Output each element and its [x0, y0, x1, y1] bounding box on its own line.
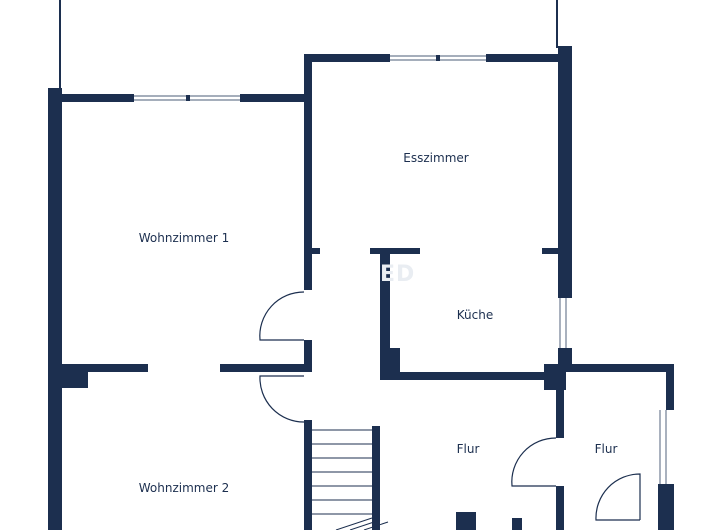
wall-kueche-bottom	[380, 372, 566, 380]
door-wz1	[259, 291, 305, 341]
wall-west	[48, 88, 62, 530]
wall-wz1-east-lower	[304, 340, 312, 368]
wall-flur-divider-lower	[556, 486, 564, 530]
staircase	[312, 429, 389, 530]
terrace-line-left	[59, 0, 61, 88]
door-flur2	[595, 473, 641, 521]
terrace-line-right	[556, 0, 558, 48]
wall-stair-west	[304, 420, 312, 530]
wall-flur2-east	[666, 364, 674, 410]
wall-kueche-east-lower	[558, 348, 572, 366]
wall-stair-east	[372, 426, 380, 530]
wall-stub-ess-left	[312, 248, 320, 254]
wall-wz-divider-left	[48, 364, 148, 372]
wall-flur2-top	[544, 364, 674, 372]
wall-bottom-stub-1	[456, 512, 476, 530]
wall-wz1-top-right	[240, 94, 306, 102]
room-label-wohnzimmer-1: Wohnzimmer 1	[138, 231, 230, 245]
door-wz2	[259, 375, 305, 423]
room-label-esszimmer: Esszimmer	[403, 151, 469, 165]
room-label-flur-1: Flur	[456, 442, 480, 456]
door-flur	[511, 437, 557, 487]
wall-ess-top-left	[304, 54, 390, 62]
wall-wz1-top-left	[48, 94, 134, 102]
watermark-text: ED	[380, 262, 416, 287]
wall-flur-divider	[556, 372, 564, 438]
wall-flur2-east-lower	[658, 484, 674, 530]
wall-ess-top-right	[486, 54, 566, 62]
wall-wz1-east	[304, 54, 312, 290]
room-label-flur-2: Flur	[594, 442, 618, 456]
wall-wz-divider-right	[220, 364, 312, 372]
wall-kueche-top	[370, 248, 420, 254]
wall-stub-ess-right	[542, 248, 558, 254]
wall-ess-east	[558, 46, 572, 298]
wall-wz-block	[62, 370, 88, 388]
wall-bottom-stub-2	[512, 518, 522, 530]
room-label-wohnzimmer-2: Wohnzimmer 2	[138, 481, 230, 495]
wall-kueche-west	[380, 248, 390, 380]
room-label-kueche: Küche	[456, 308, 494, 322]
